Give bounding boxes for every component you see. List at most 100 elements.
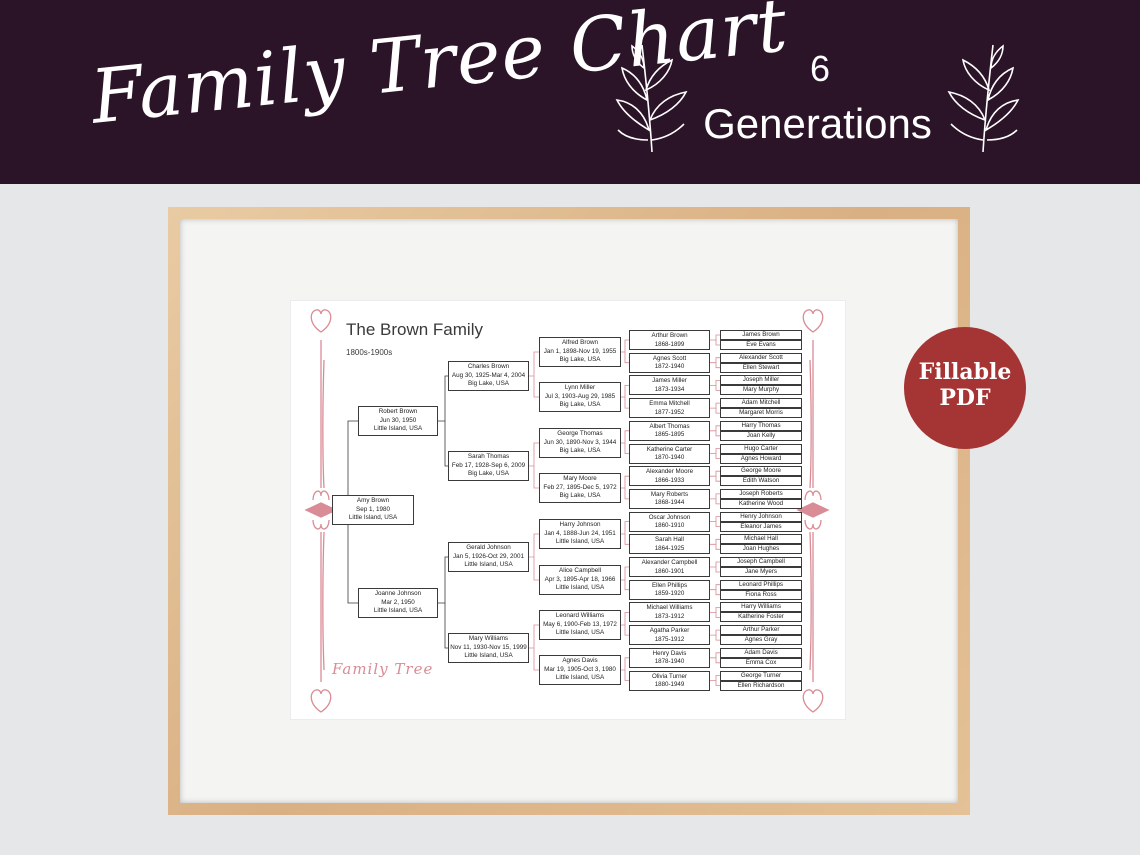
- right-leaf-sprig-icon: [947, 44, 1020, 153]
- person-box-gen3[interactable]: Mary Williams Nov 11, 1930-Nov 15, 1999 …: [448, 633, 529, 663]
- person-box-gen6[interactable]: Agnes Howard: [720, 453, 802, 464]
- person-box-gen6[interactable]: James Brown: [720, 330, 802, 340]
- person-box-gen6[interactable]: Adam Davis: [720, 647, 802, 658]
- person-dates: 1868-1944: [654, 499, 685, 507]
- person-box-gen6[interactable]: Joseph Campbell: [720, 557, 802, 567]
- person-place: Big Lake, USA: [468, 380, 509, 387]
- person-box-gen6[interactable]: Joseph Roberts: [720, 488, 802, 499]
- person-box-gen2[interactable]: Robert Brown Jun 30, 1950 Little Island,…: [358, 406, 438, 436]
- person-box-gen6[interactable]: Harry Thomas: [720, 420, 802, 431]
- person-box-gen6[interactable]: Leonard Phillips: [720, 579, 802, 590]
- person-box-gen6[interactable]: Henry Johnson: [720, 511, 802, 522]
- person-name: Agnes Scott: [652, 354, 687, 362]
- person-dates: 1875-1912: [654, 635, 685, 643]
- person-name: Emma Mitchell: [649, 400, 690, 408]
- person-box-gen6[interactable]: Jane Myers: [720, 567, 802, 577]
- person-name: Katherine Carter: [646, 445, 693, 453]
- person-place: Little Island, USA: [464, 561, 513, 568]
- person-box-gen6[interactable]: George Moore: [720, 466, 802, 477]
- person-place: Little Island, USA: [348, 514, 398, 521]
- person-box-gen6[interactable]: Fiona Ross: [720, 589, 802, 600]
- chart-subtitle: 1800s-1900s: [346, 348, 393, 357]
- person-box-gen6[interactable]: Ellen Richardson: [720, 680, 802, 691]
- person-place: Little Island, USA: [555, 629, 605, 636]
- person-box-gen3[interactable]: Sarah Thomas Feb 17, 1928-Sep 6, 2009 Bi…: [448, 451, 529, 481]
- person-box-gen6[interactable]: Katherine Wood: [720, 498, 802, 509]
- person-box-gen3[interactable]: Gerald Johnson Jan 5, 1926-Oct 29, 2001 …: [448, 542, 529, 572]
- person-box-gen6[interactable]: Katherine Foster: [720, 612, 802, 623]
- person-box-gen6[interactable]: George Turner: [720, 670, 802, 681]
- person-box-gen6[interactable]: Harry Williams: [720, 602, 802, 613]
- person-name: Ellen Phillips: [651, 581, 688, 589]
- person-dates: 1864-1925: [654, 544, 685, 552]
- person-place: Little Island, USA: [373, 607, 423, 614]
- person-name: Sarah Hall: [655, 536, 684, 544]
- person-box-gen6[interactable]: Joan Kelly: [720, 430, 802, 441]
- person-dates: 1872-1940: [654, 363, 685, 371]
- person-box-gen6[interactable]: Joan Hughes: [720, 544, 802, 555]
- person-box-gen2[interactable]: Joanne Johnson Mar 2, 1950 Little Island…: [358, 588, 438, 618]
- person-name: Oscar Johnson: [648, 513, 691, 521]
- person-box-gen6[interactable]: Eve Evans: [720, 340, 802, 350]
- person-dates: Jun 30, 1950: [379, 416, 417, 424]
- person-box-gen6[interactable]: Edith Watson: [720, 476, 802, 487]
- person-place: Big Lake, USA: [559, 356, 601, 363]
- person-place: Little Island, USA: [464, 652, 513, 659]
- person-dates: Apr 3, 1895-Apr 18, 1966: [544, 575, 616, 583]
- person-dates: 1870-1940: [654, 454, 685, 462]
- person-name: Mary Roberts: [650, 490, 689, 498]
- person-box-gen6[interactable]: Ellen Stewart: [720, 362, 802, 373]
- person-box-gen6[interactable]: Emma Cox: [720, 657, 802, 668]
- person-box-gen6[interactable]: Agnes Gray: [720, 635, 802, 646]
- person-box-gen6[interactable]: Eleanor James: [720, 521, 802, 532]
- person-box-gen6[interactable]: Michael Hall: [720, 534, 802, 545]
- person-dates: 1866-1933: [654, 476, 685, 484]
- person-box-gen3[interactable]: Charles Brown Aug 30, 1925-Mar 4, 2004 B…: [448, 361, 529, 391]
- person-name: Agatha Parker: [649, 627, 690, 635]
- person-box-gen6[interactable]: Margaret Morris: [720, 408, 802, 419]
- badge-line2: PDF: [939, 385, 991, 411]
- person-box-gen6[interactable]: Hugo Carter: [720, 443, 802, 454]
- person-name: Mary Moore: [563, 475, 597, 482]
- person-name: George Thomas: [557, 430, 603, 437]
- person-name: Michael Williams: [646, 604, 693, 612]
- person-dates: Aug 30, 1925-Mar 4, 2004: [451, 371, 526, 379]
- person-dates: Feb 17, 1928-Sep 6, 2009: [451, 461, 526, 469]
- person-box-gen6[interactable]: Mary Murphy: [720, 385, 802, 396]
- person-box-gen6[interactable]: Adam Mitchell: [720, 398, 802, 409]
- chart-title: The Brown Family: [346, 320, 483, 339]
- person-box-gen6[interactable]: Joseph Miller: [720, 375, 802, 386]
- person-place: Little Island, USA: [373, 425, 423, 432]
- person-name: Alfred Brown: [561, 339, 599, 346]
- person-box-gen6[interactable]: Arthur Parker: [720, 625, 802, 636]
- person-dates: May 6, 1900-Feb 13, 1972: [543, 620, 617, 628]
- person-box-gen6[interactable]: Alexander Scott: [720, 352, 802, 363]
- person-place: Big Lake, USA: [559, 401, 601, 408]
- person-box-gen1[interactable]: Amy Brown Sep 1, 1980 Little Island, USA: [332, 495, 414, 525]
- person-place: Big Lake, USA: [468, 470, 509, 477]
